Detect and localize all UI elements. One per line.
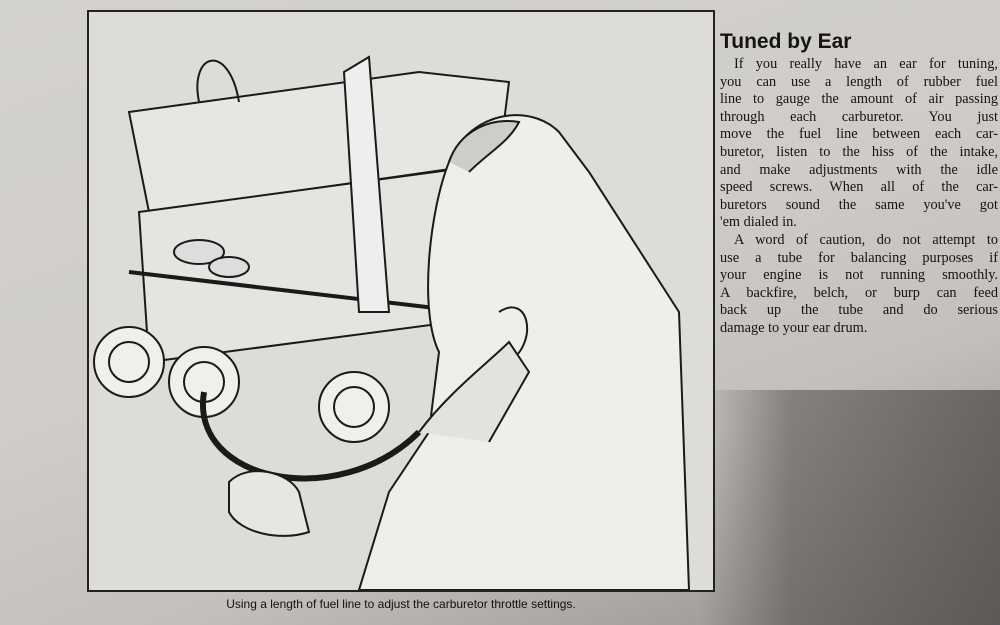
text-line: line to gauge the amount of air passing: [720, 91, 998, 108]
text-line: speed screws. When all of the car-: [720, 179, 998, 196]
text-line: buretor, listen to the hiss of the intak…: [720, 143, 998, 160]
illustration-frame: [87, 10, 715, 592]
text-line: back up the tube and do serious: [720, 302, 998, 319]
text-line: through each carburetor. You just: [720, 108, 998, 125]
text-line: A word of caution, do not attempt to: [734, 231, 998, 248]
sidebar-article: Tuned by Ear If you really have an ear f…: [720, 30, 998, 338]
engine-illustration: [93, 55, 691, 590]
text-line: buretors sound the same you've got: [720, 196, 998, 213]
figure-caption: Using a length of fuel line to adjust th…: [226, 597, 576, 611]
paragraph-1: If you really have an ear for tuning, yo…: [720, 56, 998, 232]
text-line: move the fuel line between each car-: [720, 126, 998, 143]
text-line: you can use a length of rubber fuel: [720, 73, 998, 90]
text-line: your engine is not running smoothly.: [720, 267, 998, 284]
page-shadow: [700, 390, 1000, 625]
text-line: 'em dialed in.: [720, 214, 797, 231]
sidebar-title: Tuned by Ear: [720, 30, 852, 53]
paragraph-2: A word of caution, do not attempt to use…: [720, 232, 998, 338]
text-line: use a tube for balancing purposes if: [720, 249, 998, 266]
text-line: damage to your ear drum.: [720, 319, 868, 336]
text-line: If you really have an ear for tuning,: [734, 56, 998, 72]
text-line: and make adjustments with the idle: [720, 161, 998, 178]
text-line: A backfire, belch, or burp can feed: [720, 284, 998, 301]
